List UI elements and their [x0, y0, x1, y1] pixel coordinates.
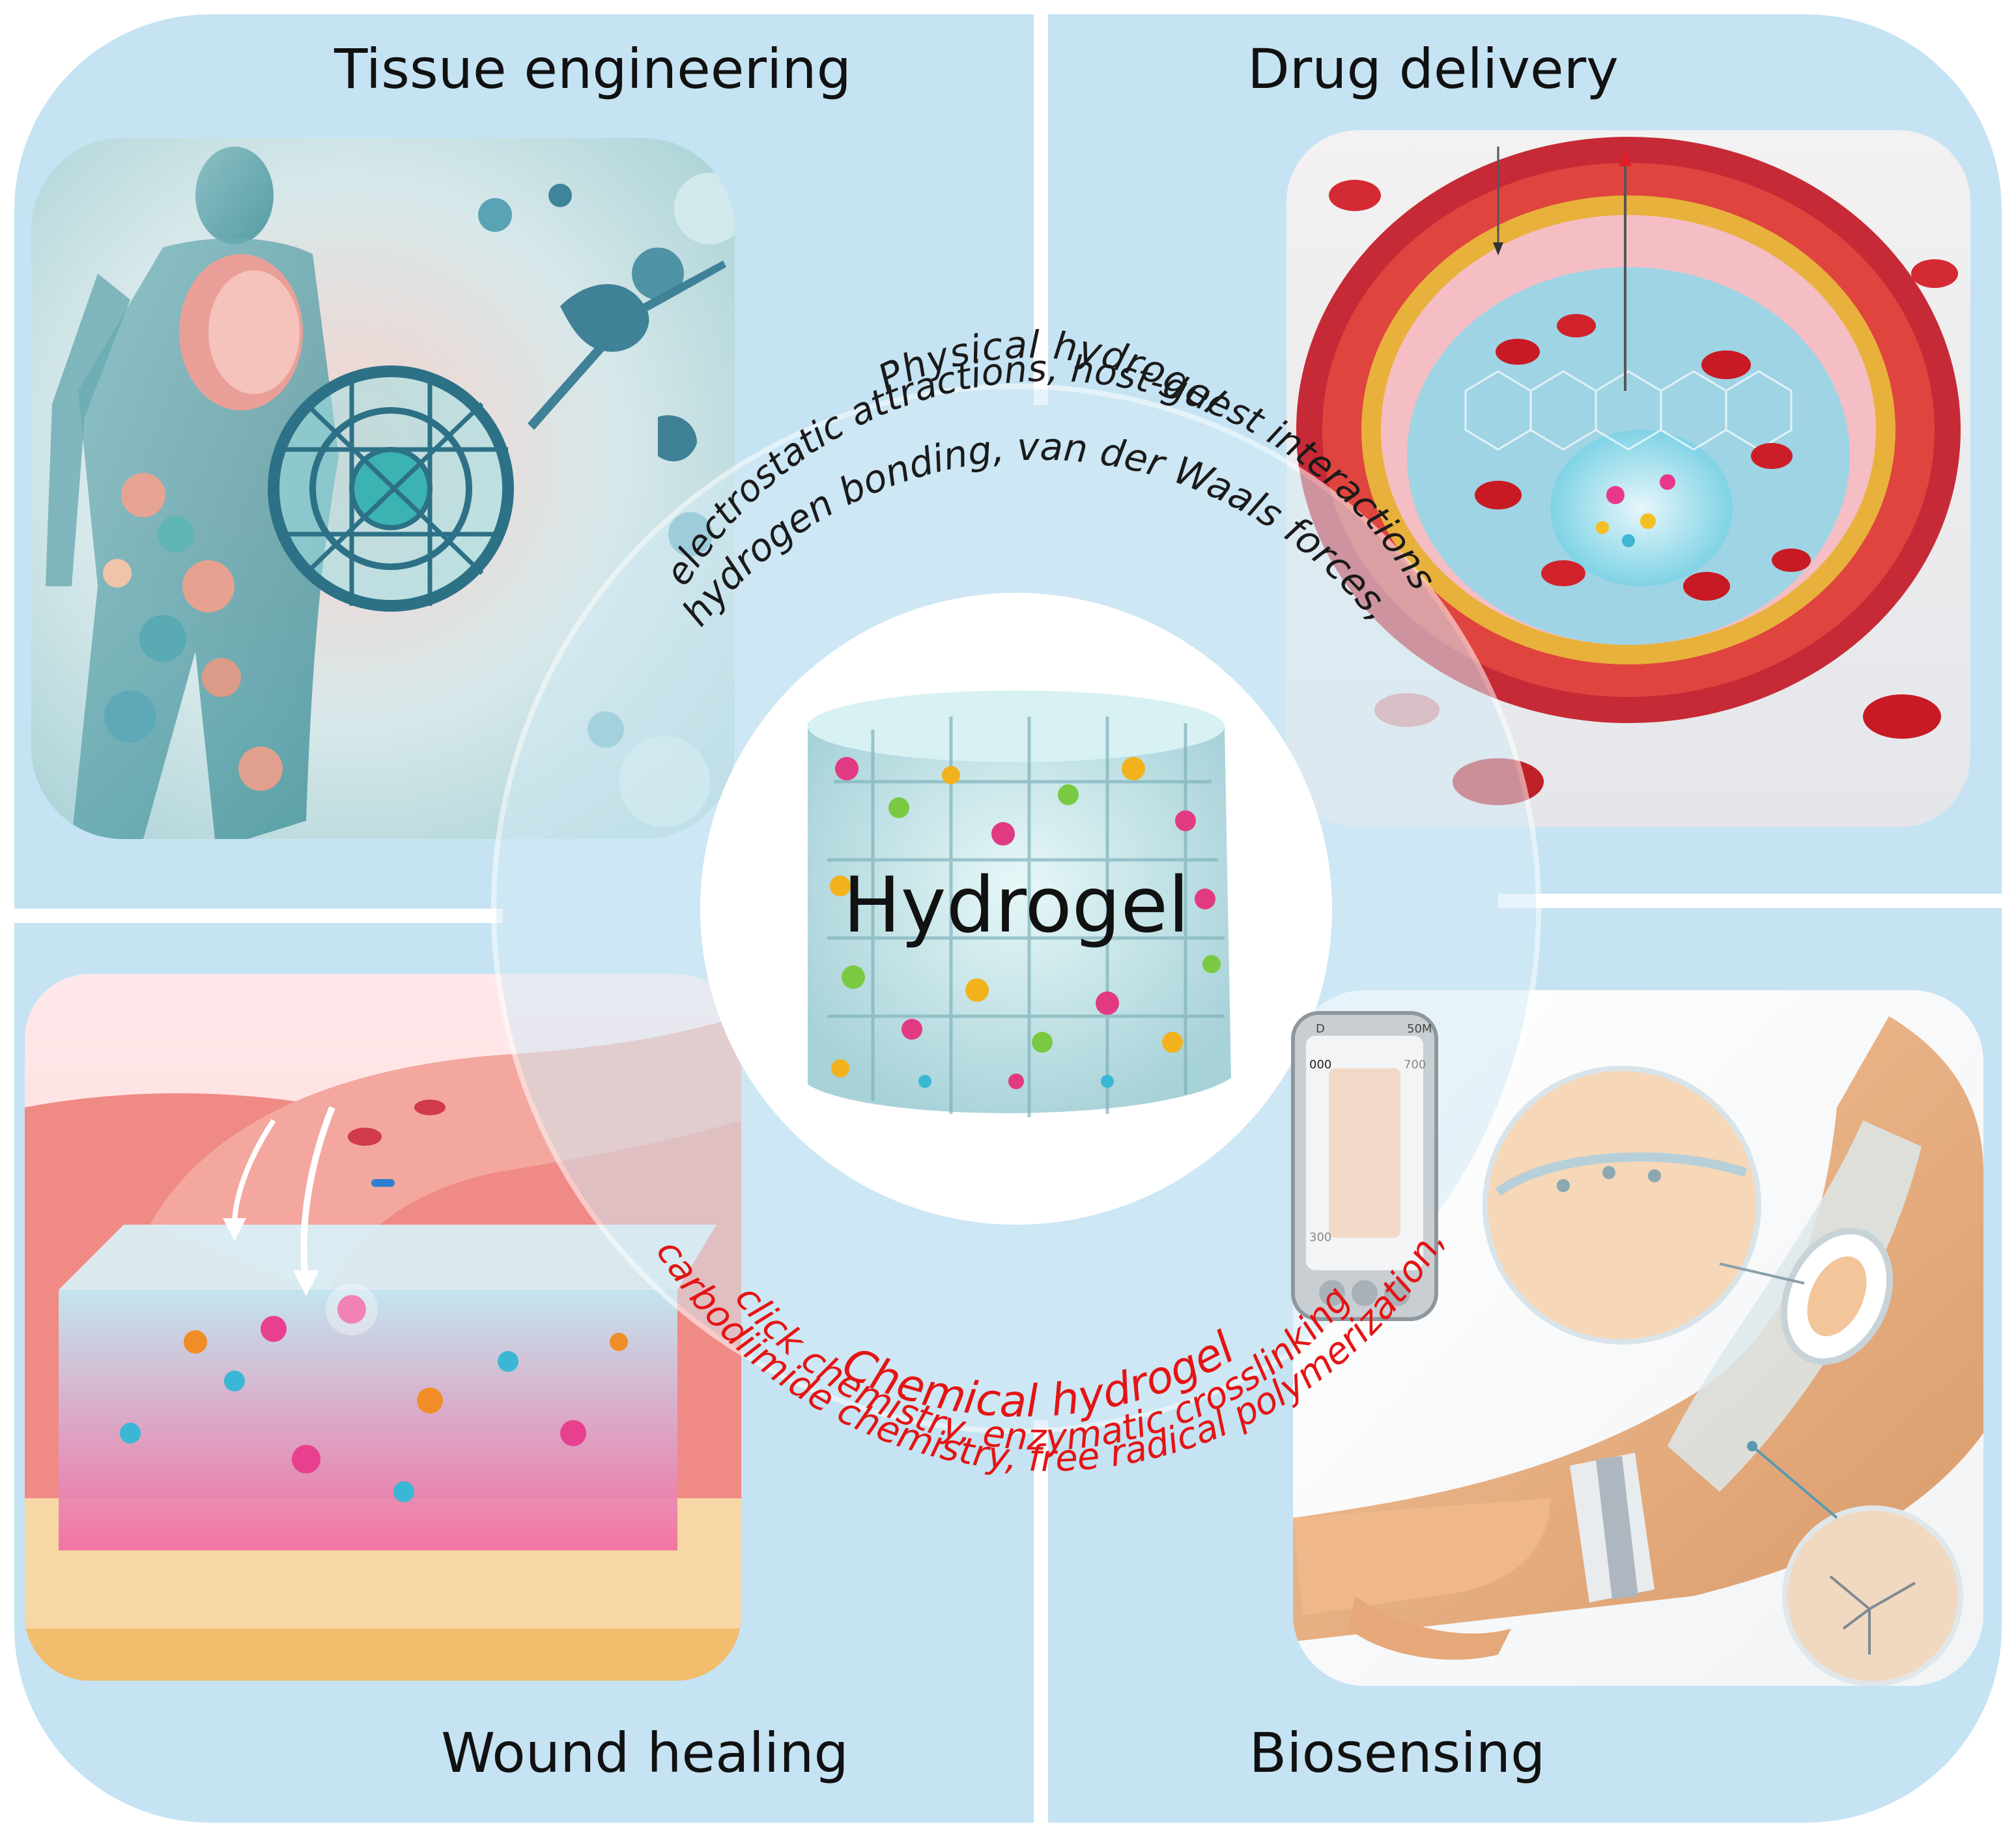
drug-delivery-image	[1286, 130, 1970, 827]
phone-bottom-value: 300	[1309, 1231, 1331, 1244]
divider-vertical-top	[1034, 14, 1048, 405]
biosensing-title: Biosensing	[1249, 1721, 1546, 1785]
phone-right-value: 700	[1404, 1058, 1426, 1072]
hydrogel-cube	[808, 691, 1231, 1117]
divider-vertical-bottom	[1034, 1420, 1048, 1823]
phone-top-right: 50M	[1407, 1022, 1432, 1036]
center-label: Hydrogel	[843, 860, 1189, 950]
wound-healing-title: Wound healing	[441, 1721, 849, 1785]
divider-horizontal-right	[1498, 894, 2002, 908]
phone-top-left: D	[1316, 1022, 1325, 1036]
phone-left-value: 000	[1309, 1058, 1331, 1072]
tissue-engineering-title: Tissue engineering	[334, 37, 851, 101]
drug-delivery-title: Drug delivery	[1247, 37, 1619, 101]
divider-horizontal-left	[14, 909, 503, 923]
phone-device: D 50M 000 700 300	[1291, 1011, 1438, 1321]
scaffold-sphere	[268, 365, 514, 612]
